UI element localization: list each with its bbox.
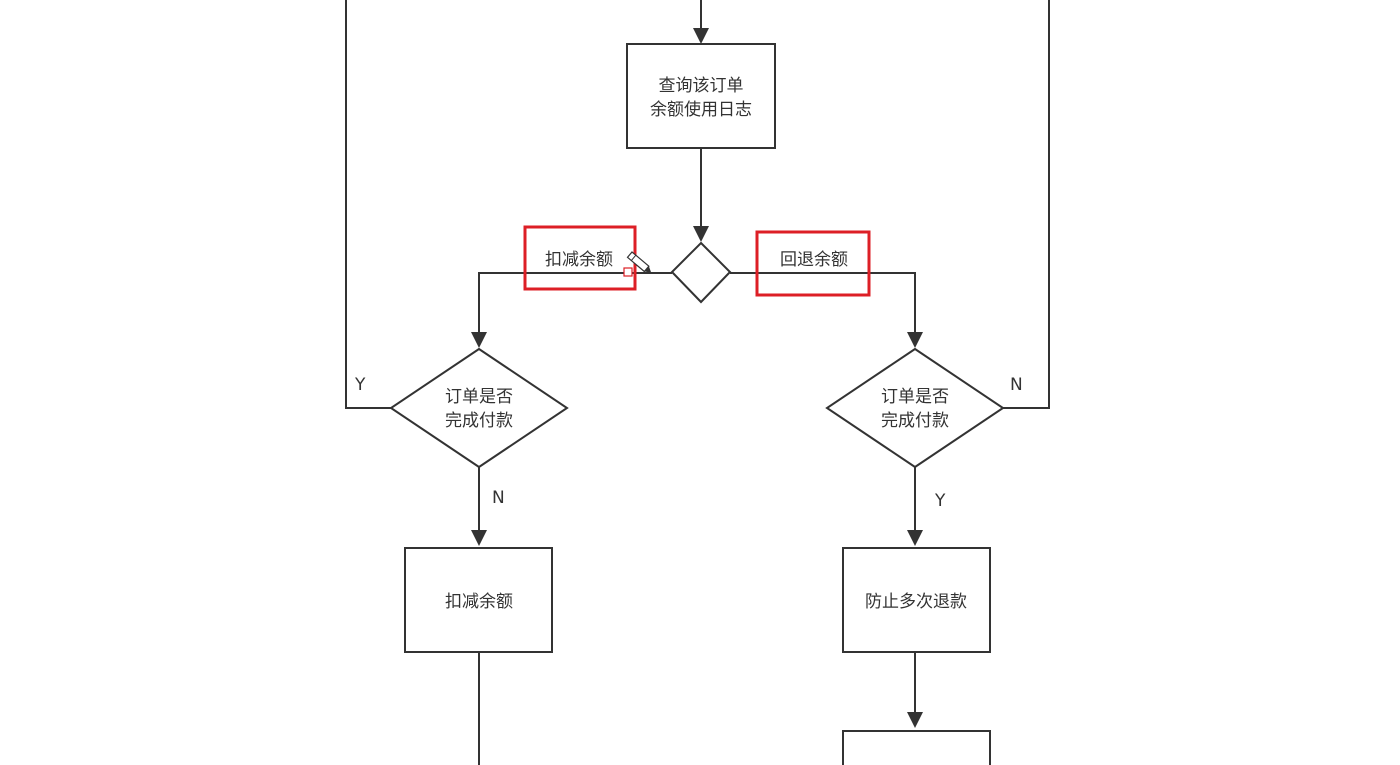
right-decision-node: 订单是否 完成付款 bbox=[825, 347, 1005, 469]
deduct-balance-label: 扣减余额 bbox=[445, 592, 513, 612]
selection-handle-icon bbox=[623, 267, 633, 277]
arrowhead-right-decision bbox=[907, 332, 923, 348]
refund-branch-label: 回退余额 bbox=[780, 250, 848, 270]
prevent-refund-label: 防止多次退款 bbox=[865, 592, 967, 612]
prevent-refund-node: 防止多次退款 bbox=[842, 547, 991, 653]
left-decision-line2: 完成付款 bbox=[445, 411, 513, 431]
left-decision-node: 订单是否 完成付款 bbox=[389, 347, 569, 469]
prevent-refund-box bbox=[842, 547, 991, 653]
query-log-box bbox=[626, 43, 776, 149]
deduct-balance-box bbox=[404, 547, 553, 653]
query-log-line1: 查询该订单 bbox=[659, 76, 744, 96]
arrowhead-next bbox=[907, 712, 923, 728]
left-no-label: N bbox=[492, 488, 505, 508]
connector-branch-right bbox=[730, 272, 916, 334]
refund-branch-label-group: 回退余额 bbox=[755, 230, 871, 297]
right-decision-diamond bbox=[825, 347, 1005, 469]
right-decision-line2: 完成付款 bbox=[881, 411, 949, 431]
right-yes-label: Y bbox=[934, 491, 946, 511]
query-log-line2: 余额使用日志 bbox=[650, 99, 752, 120]
next-step-box bbox=[842, 730, 991, 765]
deduct-branch-label-group: 扣减余额 bbox=[523, 225, 637, 291]
arrowhead-top-in bbox=[693, 28, 709, 44]
deduct-branch-label: 扣减余额 bbox=[545, 250, 613, 270]
connectors bbox=[345, 0, 1050, 765]
arrowhead-deduct bbox=[471, 530, 487, 546]
left-decision-diamond bbox=[389, 347, 569, 469]
arrowhead-left-decision bbox=[471, 332, 487, 348]
pencil-cursor-icon bbox=[626, 251, 652, 273]
left-yes-label: Y bbox=[354, 375, 366, 395]
right-no-label: N bbox=[1010, 375, 1023, 395]
arrowhead-branch bbox=[693, 226, 709, 242]
left-decision-line1: 订单是否 bbox=[445, 387, 513, 407]
connector-branch-left bbox=[478, 272, 672, 334]
connector-right-no-loop bbox=[1003, 0, 1050, 409]
branch-decision-diamond bbox=[670, 241, 732, 304]
connector-left-yes-loop bbox=[345, 0, 391, 409]
deduct-balance-node: 扣减余额 bbox=[404, 547, 553, 653]
arrowhead-prevent-refund bbox=[907, 530, 923, 546]
refund-branch-highlight bbox=[755, 230, 871, 297]
right-decision-line1: 订单是否 bbox=[881, 387, 949, 407]
query-log-node: 查询该订单 余额使用日志 bbox=[626, 43, 776, 149]
